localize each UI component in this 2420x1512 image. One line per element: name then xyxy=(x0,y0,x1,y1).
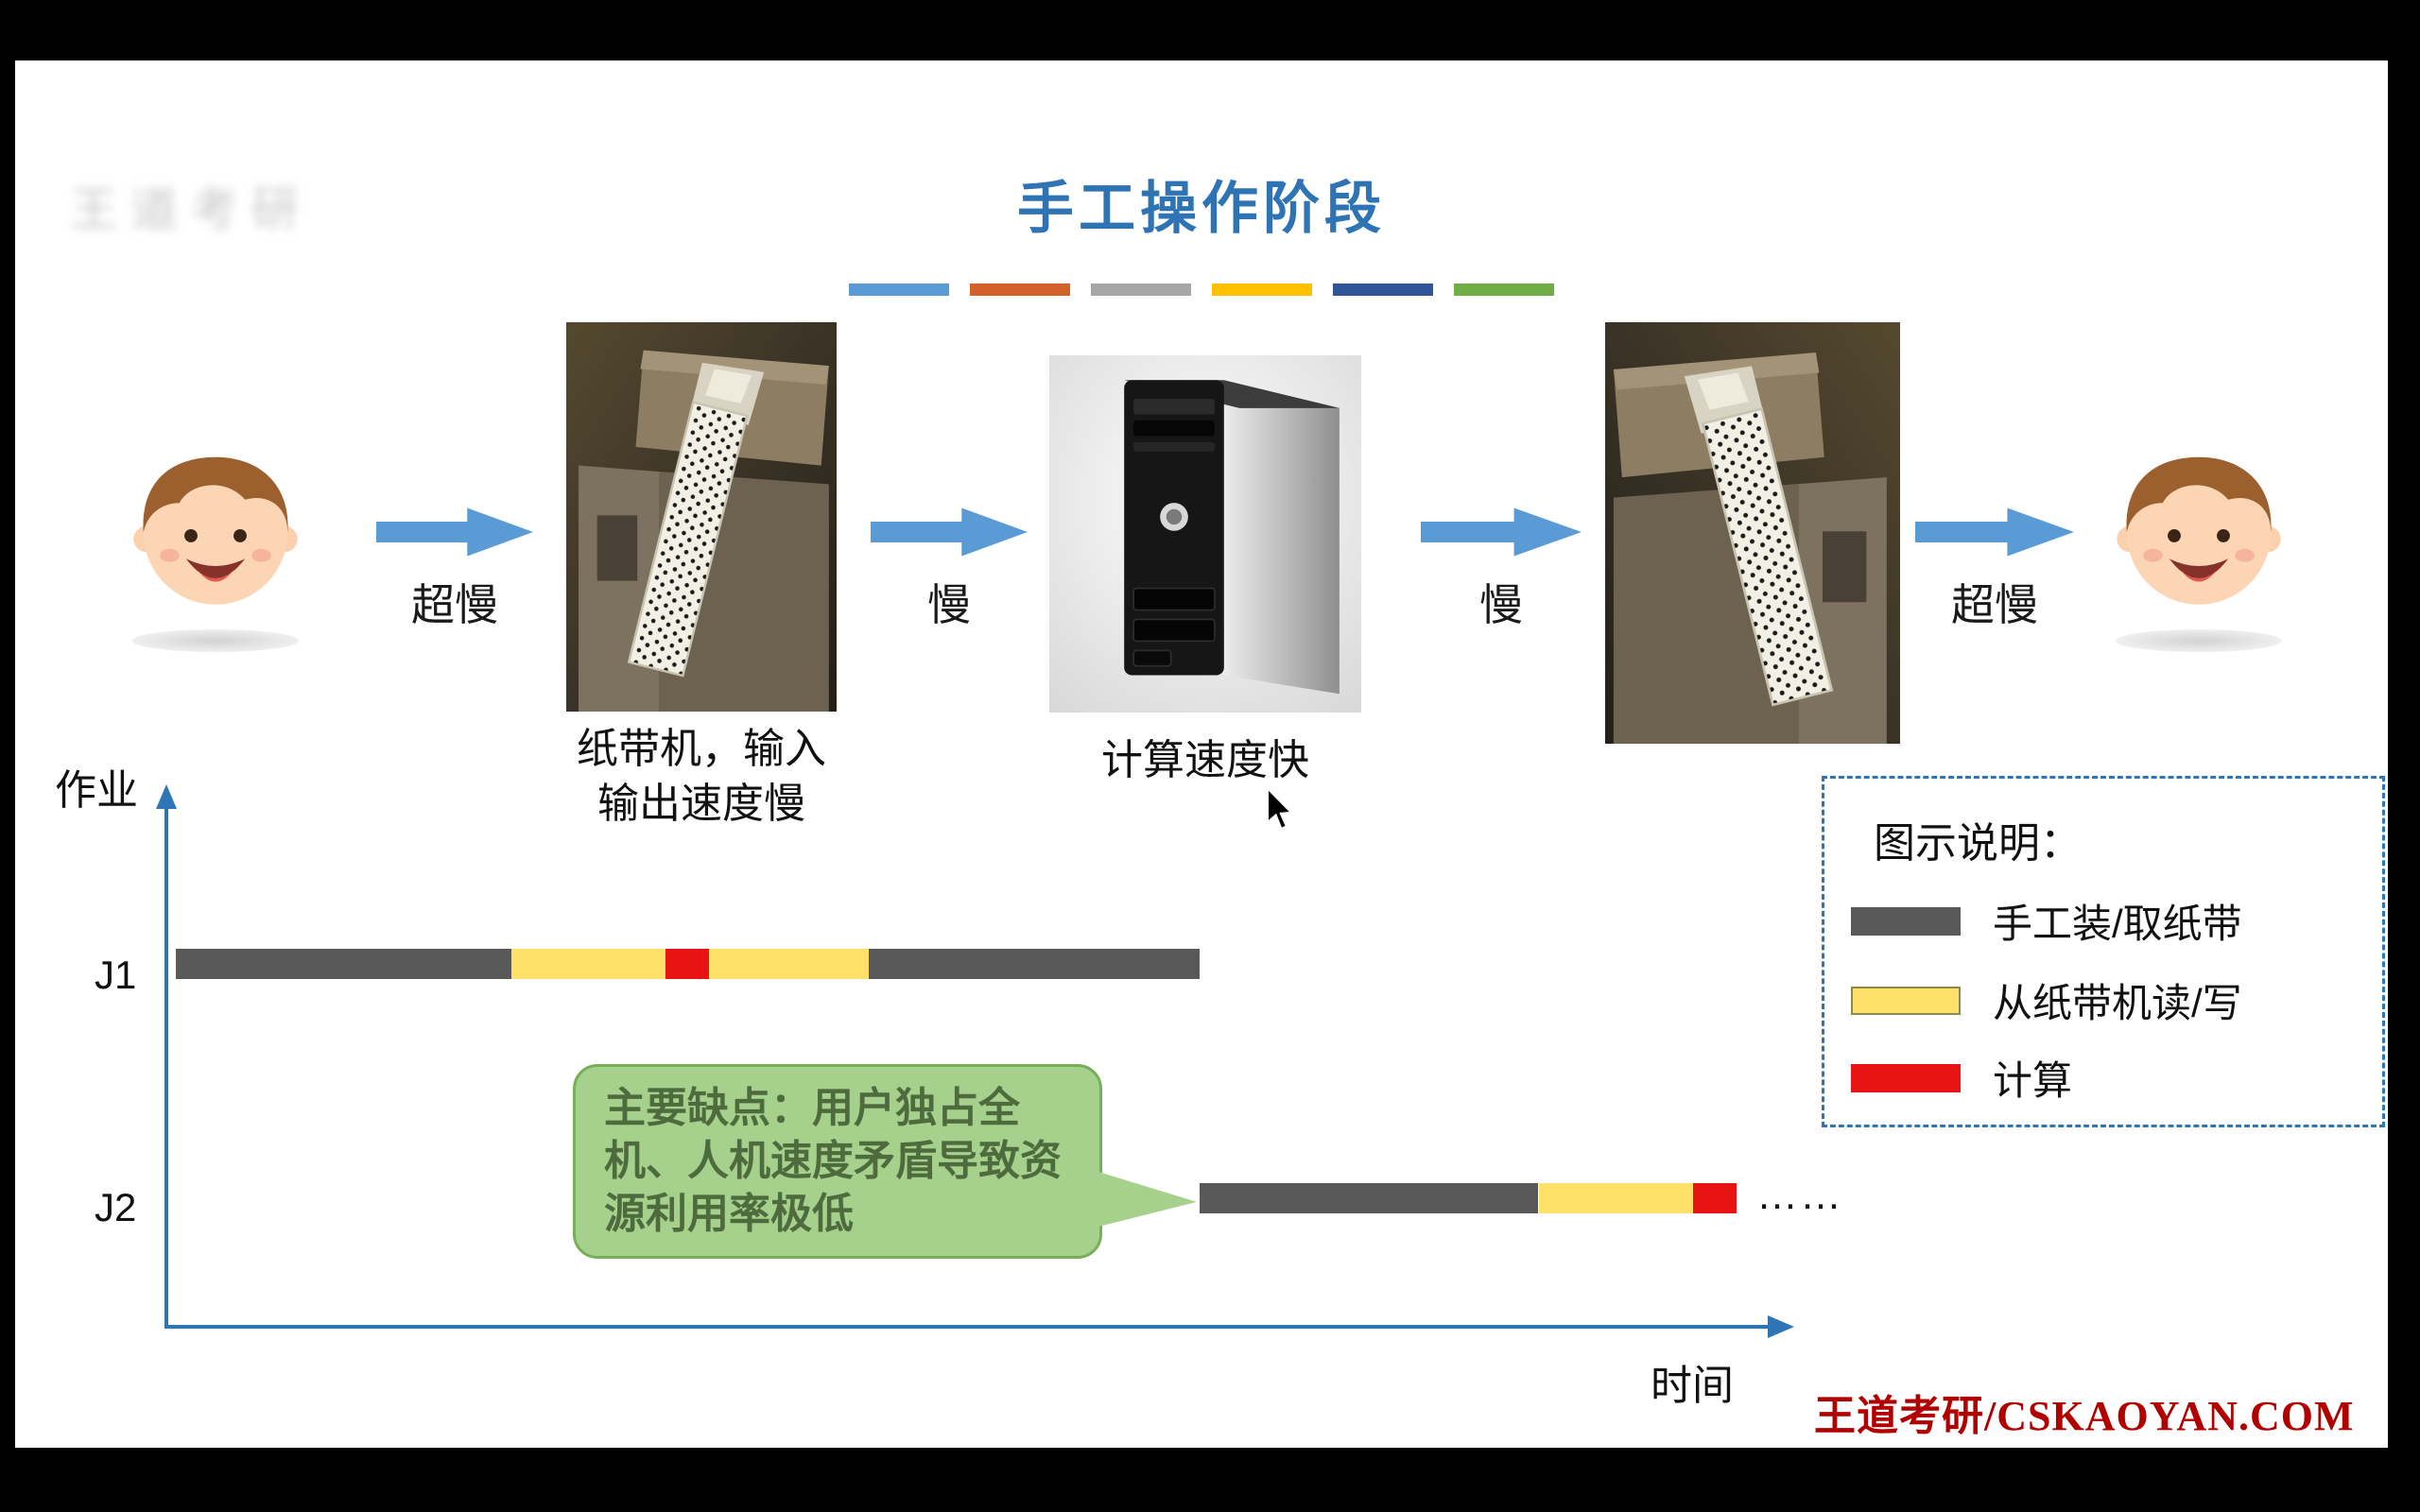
person-icon-left xyxy=(117,431,314,652)
legend-item-tape-io: 从纸带机读/写 xyxy=(1851,971,2242,1029)
person-icon-right xyxy=(2100,431,2297,652)
timeline-segment-manual xyxy=(1199,1183,1539,1213)
legend-title: 图示说明： xyxy=(1874,820,2082,867)
timeline-segment-tape_io xyxy=(709,949,869,979)
legend-swatch-manual xyxy=(1851,906,1961,936)
legend-label: 计算 xyxy=(1993,1058,2073,1103)
tape-machine-image-2 xyxy=(1605,322,1900,744)
legend-item-manual: 手工装/取纸带 xyxy=(1851,892,2242,950)
shadow xyxy=(2116,629,2282,652)
timeline-row-j2 xyxy=(164,1183,1772,1213)
callout-tail xyxy=(1098,1172,1197,1227)
computer-caption: 计算速度快 xyxy=(1101,737,1309,783)
divider-dash-6 xyxy=(1454,284,1554,296)
y-axis-arrowhead xyxy=(156,784,177,809)
flow-arrow-1 xyxy=(376,507,533,557)
shadow xyxy=(132,629,299,652)
divider-dash-1 xyxy=(849,284,949,296)
timeline-segment-manual xyxy=(868,949,1200,979)
speed-label-2: 慢 xyxy=(927,580,971,629)
x-axis-line xyxy=(164,1325,1772,1329)
boy-face-icon xyxy=(2117,456,2281,605)
divider-dash-3 xyxy=(1091,284,1191,296)
job-label-j2: J2 xyxy=(95,1185,137,1229)
timeline-segment-tape_io xyxy=(1538,1183,1693,1213)
drawback-callout: 主要缺点：用户独占全机、人机速度矛盾导致资源利用率极低 xyxy=(573,1064,1102,1259)
flow-arrow-4 xyxy=(1915,507,2074,557)
boy-face-icon xyxy=(133,456,298,605)
divider-dash-5 xyxy=(1333,284,1433,296)
tape-machine-caption: 纸带机，输入 输出速度慢 xyxy=(577,726,826,828)
divider-dash-2 xyxy=(970,284,1070,296)
legend-swatch-compute xyxy=(1851,1063,1961,1092)
mouse-cursor xyxy=(1266,786,1294,831)
divider-dash-4 xyxy=(1212,284,1312,296)
computer-image xyxy=(1049,355,1361,713)
tape-machine-image-1 xyxy=(566,322,837,712)
speed-label-1: 超慢 xyxy=(411,580,498,629)
slide: 王道考研 手工操作阶段 xyxy=(15,60,2388,1448)
x-axis-arrowhead xyxy=(1768,1315,1794,1338)
flow-arrow-2 xyxy=(871,507,1028,557)
brand-footer: 王道考研/CSKAOYAN.COM xyxy=(1814,1393,2355,1439)
speed-label-3: 慢 xyxy=(1479,580,1523,629)
job-label-j1: J1 xyxy=(95,953,137,997)
y-axis-label: 作业 xyxy=(55,767,138,814)
legend-item-compute: 计算 xyxy=(1851,1049,2072,1107)
timeline-row-j1 xyxy=(164,949,1772,979)
legend-swatch-tape-io xyxy=(1851,986,1961,1015)
x-axis-label: 时间 xyxy=(1651,1363,1734,1409)
page-title: 手工操作阶段 xyxy=(1017,177,1386,240)
timeline-segment-tape_io xyxy=(511,949,666,979)
legend-label: 从纸带机读/写 xyxy=(1993,981,2242,1025)
timeline-segment-compute xyxy=(1692,1183,1737,1213)
timeline-continuation-ellipsis: …… xyxy=(1756,1172,1843,1218)
legend-box: 图示说明： 手工装/取纸带 从纸带机读/写 计算 xyxy=(1822,776,2385,1127)
flow-arrow-3 xyxy=(1421,507,1582,557)
speed-label-4: 超慢 xyxy=(1951,580,2038,629)
y-axis-line xyxy=(164,807,168,1329)
title-divider xyxy=(15,284,2388,296)
legend-label: 手工装/取纸带 xyxy=(1993,902,2242,946)
timeline-segment-manual xyxy=(175,949,512,979)
watermark: 王道考研 xyxy=(70,183,312,236)
timeline-segment-compute xyxy=(666,949,710,979)
